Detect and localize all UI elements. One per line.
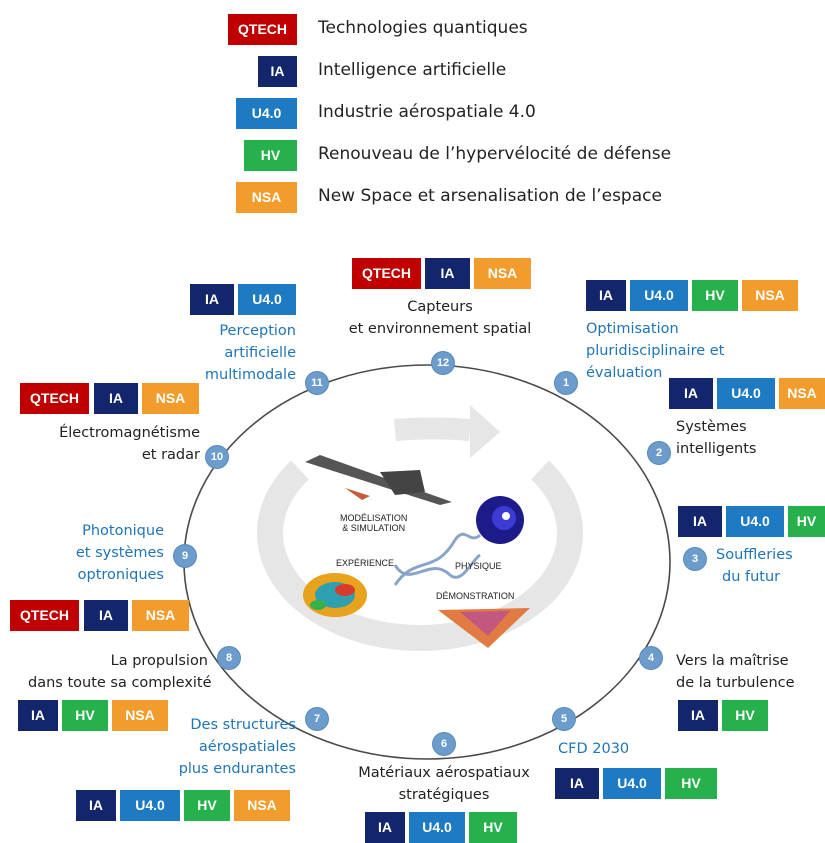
theme-3-label: Souffleries du futur: [716, 547, 793, 585]
theme-6-tag-ia: IA: [365, 812, 405, 843]
legend-badge-hv: HV: [244, 140, 297, 171]
theme-5-node: 5: [553, 708, 575, 730]
theme-4-tag-hv: HV: [722, 700, 768, 731]
theme-9-tag-nsa: NSA: [132, 600, 189, 631]
center-experience-label: EXPÉRIENCE: [336, 558, 395, 568]
theme-7-label: Des structures aérospatiales plus endura…: [178, 717, 296, 777]
theme-1-tag-nsa: NSA: [742, 280, 798, 311]
theme-10-tag-nsa: NSA: [142, 383, 199, 414]
theme-10-node: 10: [206, 446, 228, 468]
theme-11-label: Perception artificielle multimodale: [204, 323, 296, 383]
theme-6-node: 6: [433, 733, 455, 755]
theme-11-node: 11: [306, 372, 328, 394]
legend-badge-u40: U4.0: [236, 98, 297, 129]
theme-7-tag-hv: HV: [184, 790, 230, 821]
legend-badge-qtech: QTECH: [228, 14, 297, 45]
center-modelisation-label: MODÉLISATION & SIMULATION: [340, 513, 408, 533]
experience-turbine-illustration: [303, 573, 367, 617]
theme-9-node: 9: [174, 545, 196, 567]
theme-4-label: Vers la maîtrise de la turbulence: [676, 653, 795, 691]
theme-1-node: 1: [555, 372, 577, 394]
theme-12-tag-nsa: NSA: [474, 258, 531, 289]
legend-label-nsa: New Space et arsenalisation de l’espace: [318, 186, 662, 206]
theme-10-tag-ia: IA: [94, 383, 138, 414]
theme-2-tag-u40: U4.0: [717, 378, 775, 409]
theme-2-tag-ia: IA: [669, 378, 713, 409]
theme-11-tag-ia: IA: [190, 284, 234, 315]
theme-8-label: La propulsion dans toute sa complexité: [28, 653, 212, 691]
theme-5-tag-ia: IA: [555, 768, 599, 799]
theme-2-node: 2: [648, 442, 670, 464]
theme-9-tag-ia: IA: [84, 600, 128, 631]
theme-12-label: Capteurs et environnement spatial: [348, 299, 532, 337]
theme-12-tag-qtech: QTECH: [352, 258, 421, 289]
theme-3-tag-hv: HV: [788, 506, 825, 537]
center-demonstration-label: DÉMONSTRATION: [436, 591, 515, 601]
theme-5-tag-u40: U4.0: [603, 768, 661, 799]
theme-7-tag-u40: U4.0: [120, 790, 180, 821]
theme-5-label: CFD 2030: [558, 741, 630, 757]
center-physique-label: PHYSIQUE: [455, 561, 502, 571]
theme-6-tag-u40: U4.0: [409, 812, 465, 843]
legend-badge-ia: IA: [258, 56, 297, 87]
theme-4-node: 4: [640, 647, 662, 669]
theme-1-label: Optimisation pluridisciplinaire et évalu…: [586, 321, 725, 381]
theme-4-tag-ia: IA: [678, 700, 718, 731]
physics-sphere-illustration: [476, 496, 524, 544]
legend-label-u40: Industrie aérospatiale 4.0: [318, 102, 536, 122]
legend-label-ia: Intelligence artificielle: [318, 60, 507, 80]
legend-label-hv: Renouveau de l’hypervélocité de défense: [318, 144, 672, 164]
theme-12-tag-ia: IA: [425, 258, 470, 289]
theme-5-tag-hv: HV: [665, 768, 717, 799]
theme-7-tag-nsa: NSA: [234, 790, 290, 821]
legend-badge-nsa: NSA: [236, 182, 297, 213]
rotation-arrow-head: [470, 405, 500, 458]
dna-helix-illustration: [393, 532, 482, 586]
theme-2-tag-nsa: NSA: [779, 378, 825, 409]
theme-3-tag-ia: IA: [678, 506, 722, 537]
theme-2-label: Systèmes intelligents: [676, 419, 757, 457]
rotation-arrow-ring: [257, 460, 583, 651]
theme-6-tag-hv: HV: [469, 812, 517, 843]
demonstration-vehicle-illustration: [438, 608, 530, 648]
rotation-arrow-top: [394, 417, 471, 441]
legend-label-qtech: Technologies quantiques: [318, 18, 528, 38]
theme-9-label: Photonique et systèmes optroniques: [75, 523, 164, 583]
theme-9-tag-qtech: QTECH: [10, 600, 79, 631]
theme-7-node: 7: [306, 708, 328, 730]
theme-7-tag-ia: IA: [76, 790, 116, 821]
theme-1-tag-ia: IA: [586, 280, 626, 311]
theme-8-node: 8: [218, 647, 240, 669]
theme-8-tag-hv: HV: [62, 700, 108, 731]
theme-3-node: 3: [684, 548, 706, 570]
theme-3-tag-u40: U4.0: [726, 506, 784, 537]
theme-8-tag-nsa: NSA: [112, 700, 168, 731]
theme-11-tag-u40: U4.0: [238, 284, 296, 315]
theme-12-node: 12: [432, 352, 454, 374]
theme-1-tag-hv: HV: [692, 280, 738, 311]
theme-10-label: Électromagnétisme et radar: [59, 425, 200, 463]
theme-8-tag-ia: IA: [18, 700, 58, 731]
aircraft-illustration: [305, 455, 452, 505]
theme-1-tag-u40: U4.0: [630, 280, 688, 311]
theme-6-label: Matériaux aérospatiaux stratégiques: [358, 765, 530, 803]
theme-10-tag-qtech: QTECH: [20, 383, 89, 414]
